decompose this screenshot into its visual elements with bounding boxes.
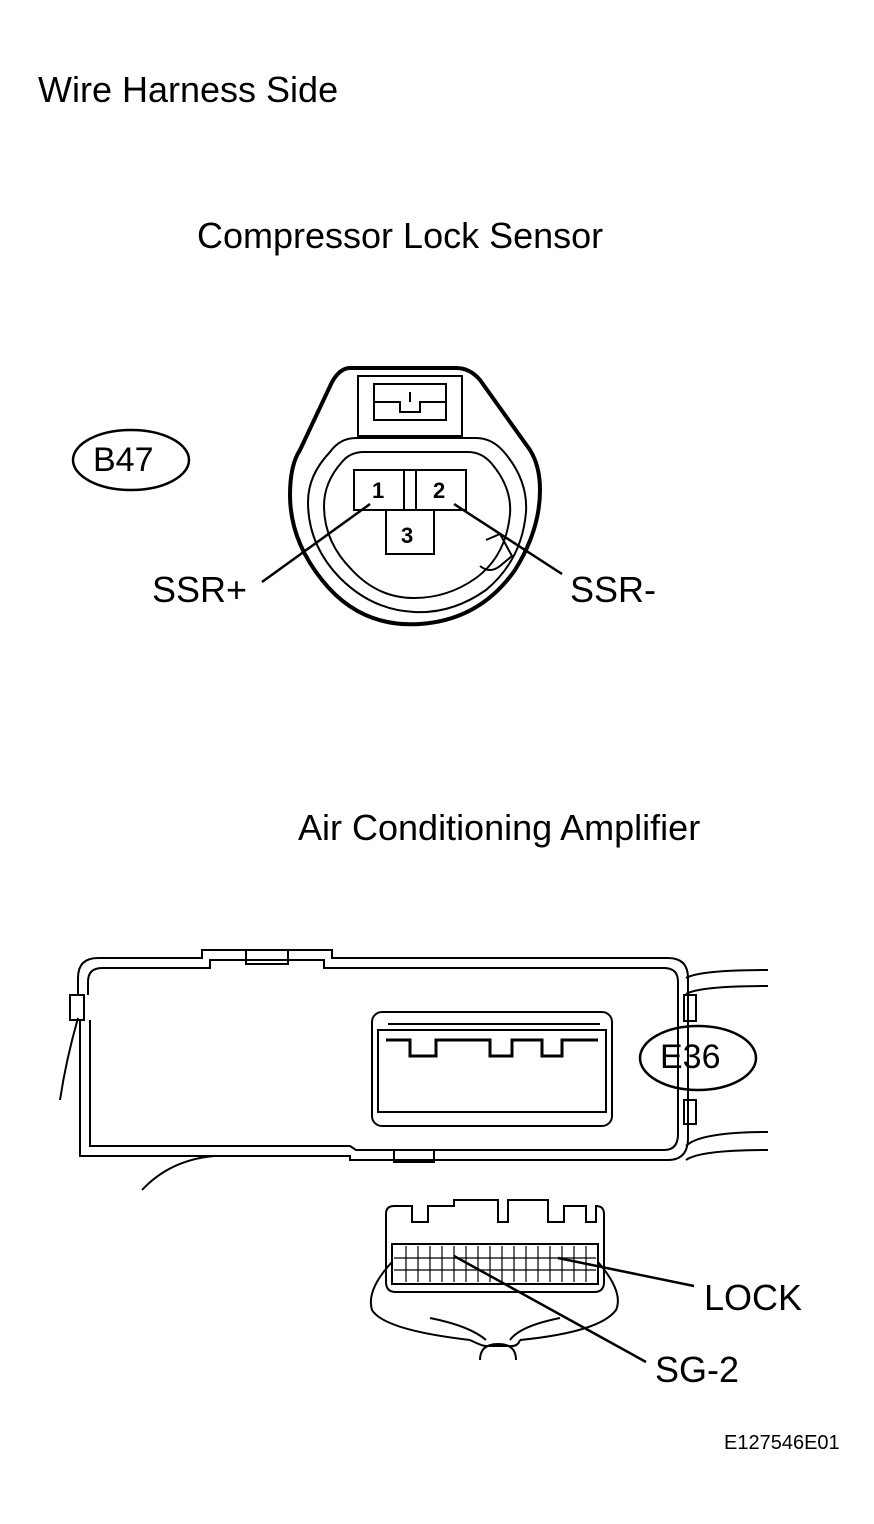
pin-grid xyxy=(394,1246,596,1282)
figure-code: E127546E01 xyxy=(724,1432,840,1454)
amplifier-connector-id: E36 xyxy=(660,1038,721,1076)
amplifier-body xyxy=(59,949,769,1191)
pin-1-label: 1 xyxy=(372,478,385,503)
sg2-label: SG-2 xyxy=(655,1349,740,1390)
pin-2-label: 2 xyxy=(433,478,446,503)
ssr-plus-leader xyxy=(261,502,371,584)
sg2-leader xyxy=(453,1254,647,1364)
sensor-connector-id: B47 xyxy=(93,441,154,479)
lock-label: LOCK xyxy=(704,1277,803,1318)
page-title: Wire Harness Side xyxy=(38,69,339,110)
sensor-title: Compressor Lock Sensor xyxy=(197,215,604,256)
ssr-minus-label: SSR- xyxy=(570,569,657,610)
pin-3-label: 3 xyxy=(401,523,414,548)
ssr-plus-label: SSR+ xyxy=(152,569,248,610)
amplifier-title: Air Conditioning Amplifier xyxy=(298,807,701,848)
b47-ellipse xyxy=(71,428,191,492)
sensor-connector xyxy=(287,366,543,627)
ssr-minus-leader xyxy=(453,502,563,576)
e36-ellipse xyxy=(638,1024,758,1092)
lock-leader xyxy=(557,1256,695,1288)
harness-connector xyxy=(370,1199,619,1361)
